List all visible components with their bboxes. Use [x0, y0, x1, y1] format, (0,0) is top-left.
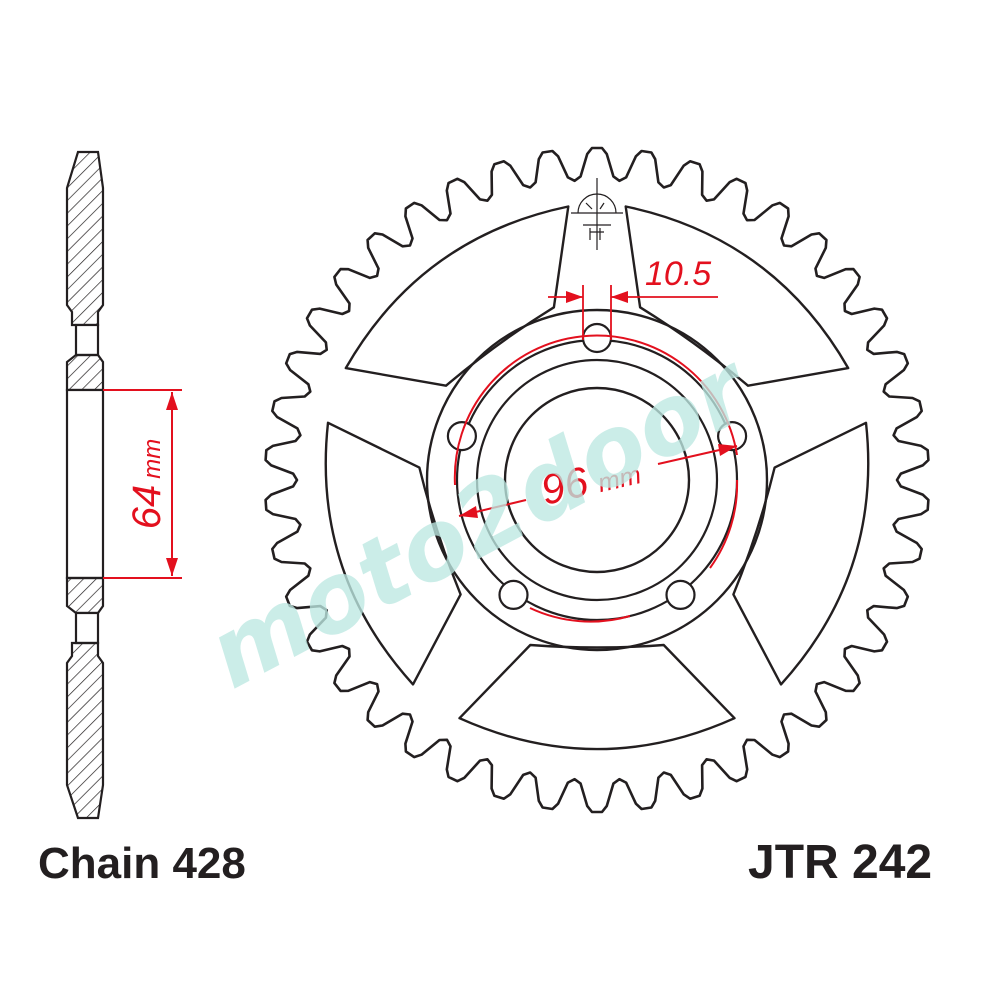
- hub-inner-ring: [475, 358, 719, 602]
- lightening-window: [732, 421, 870, 686]
- tooth-profile-symbol: [571, 178, 623, 250]
- part-number-label: JTR 242: [748, 836, 932, 889]
- lightening-window: [624, 205, 850, 387]
- bolt-circle-arc: [453, 334, 738, 486]
- bolt-hole-dimension-label: 10.5: [645, 255, 711, 293]
- side-profile-view: [65, 150, 105, 820]
- bolt-hole-dimension: 10.5: [548, 255, 718, 340]
- hub-dimension: 64mm: [103, 389, 182, 579]
- sprocket-front-view: [264, 146, 930, 814]
- bolt-circle-arc-bottom: [529, 607, 631, 623]
- bolt-hole: [498, 579, 529, 611]
- lightening-window: [458, 643, 736, 751]
- center-bore: [503, 386, 691, 574]
- hub-dimension-label: 64mm: [125, 439, 169, 529]
- lightening-window: [344, 205, 570, 387]
- profile-hub-bottom: [65, 576, 105, 615]
- lightening-window: [324, 421, 462, 686]
- profile-hub-top: [65, 353, 105, 392]
- bolt-hole: [665, 579, 696, 611]
- chain-label: Chain 428: [38, 839, 246, 888]
- bolt-hole: [581, 322, 613, 354]
- profile-web-top: [74, 323, 100, 357]
- hub-outer-ring: [425, 308, 769, 652]
- lightening-windows: [324, 205, 870, 751]
- bolt-circle-arc-right: [709, 479, 739, 569]
- profile-hub-bore: [65, 388, 105, 580]
- profile-rim-bottom: [65, 641, 105, 820]
- profile-web-bottom: [74, 611, 100, 645]
- profile-rim-top: [65, 150, 105, 327]
